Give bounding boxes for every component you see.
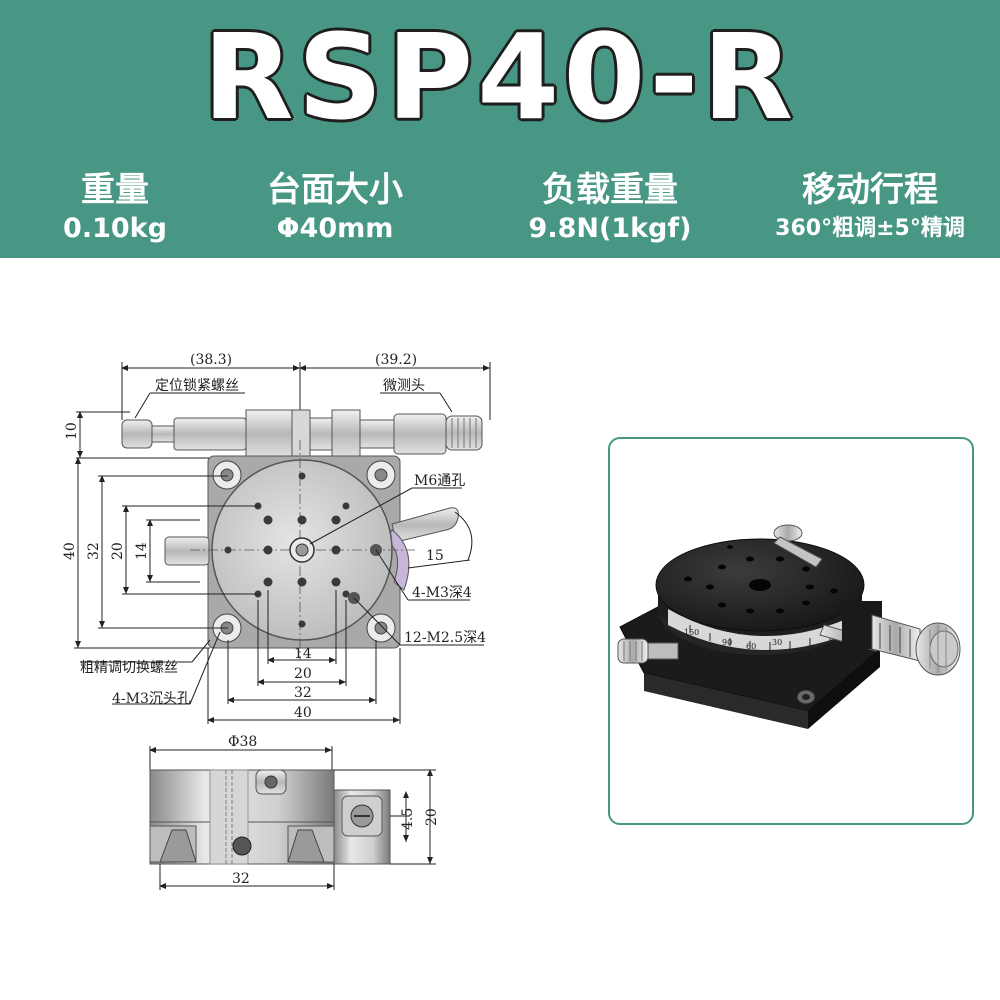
dial-mark-60: 60 (746, 642, 756, 651)
dim-bottom-14: 14 (294, 646, 312, 662)
spec-table-size-label: 台面大小 (267, 170, 403, 210)
dim-bottom-32: 32 (294, 685, 312, 701)
label-m3-counterbore: 4-M3沉头孔 (112, 691, 191, 707)
dim-left-20: 20 (110, 542, 126, 560)
adjust-handle (391, 507, 459, 543)
dim-left-32: 32 (86, 542, 102, 560)
spec-travel-label: 移动行程 (802, 170, 938, 210)
spec-weight: 重量 0.10kg (20, 168, 210, 246)
dim-side-32: 32 (232, 871, 250, 887)
dim-left-40: 40 (62, 542, 78, 560)
label-micrometer: 微测头 (383, 378, 425, 394)
spec-travel: 移动行程 360°粗调±5°精调 (745, 168, 995, 246)
photo-holes (684, 545, 838, 614)
lock-screw-rod (121, 409, 483, 459)
photo-top-knob (773, 524, 823, 568)
dim-side-diameter: Φ38 (228, 734, 257, 750)
spec-weight-label: 重量 (81, 170, 149, 210)
spec-load-value: 9.8N(1kgf) (528, 213, 692, 244)
spec-table-size: 台面大小 Φ40mm (230, 168, 440, 246)
dim-side-20: 20 (424, 808, 440, 826)
spec-load: 负载重量 9.8N(1kgf) (500, 168, 720, 246)
dial-mark-150: 150 (684, 628, 699, 637)
dial-mark-30: 30 (772, 638, 782, 647)
dim-height-10: 10 (64, 422, 80, 440)
photo-micrometer (842, 601, 961, 676)
dim-top-right: (39.2) (375, 352, 417, 368)
photo-left-knob (617, 638, 679, 664)
dim-angle-15: 15 (426, 548, 444, 564)
product-title: RSP40-R (202, 8, 798, 146)
coarse-knob (164, 536, 210, 566)
spec-table-size-value: Φ40mm (276, 213, 394, 244)
product-photo-frame: 150 90 60 30 (608, 437, 974, 825)
label-m25-deep: 12-M2.5深4 (404, 630, 486, 646)
spec-weight-value: 0.10kg (63, 213, 167, 244)
dim-bottom-40: 40 (294, 705, 312, 721)
dim-side-4-5: 4.5 (400, 808, 416, 830)
spec-load-label: 负载重量 (542, 170, 678, 210)
header-banner: RSP40-R 重量 0.10kg 台面大小 Φ40mm 负载重量 9.8N(1… (0, 0, 1000, 258)
hole-pattern (224, 472, 382, 628)
product-photo: 150 90 60 30 (617, 524, 961, 729)
label-lock-screw: 定位锁紧螺丝 (155, 378, 239, 394)
label-m6-hole: M6通孔 (414, 473, 465, 489)
label-coarse-screw: 粗精调切换螺丝 (80, 659, 178, 676)
label-m3-deep: 4-M3深4 (412, 585, 472, 601)
dial-mark-90: 90 (722, 638, 732, 647)
dim-left-14: 14 (134, 542, 150, 560)
side-view (149, 769, 391, 865)
spec-travel-value: 360°粗调±5°精调 (775, 216, 965, 241)
dim-top-left: (38.3) (190, 352, 232, 368)
dim-bottom-20: 20 (294, 666, 312, 682)
technical-drawing: (38.3) (39.2) 10 定位锁紧螺丝 微测头 (62, 352, 491, 890)
